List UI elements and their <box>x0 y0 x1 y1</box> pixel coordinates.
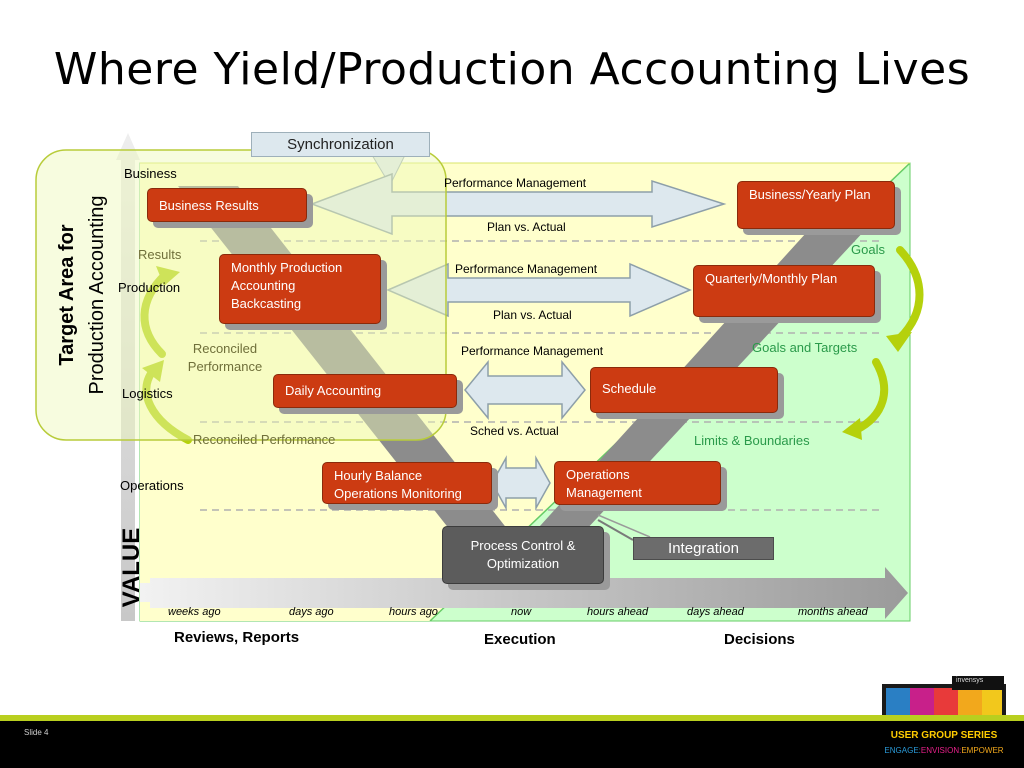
integration-label: Integration <box>633 537 774 560</box>
timeline-hours-ago: hours ago <box>389 606 438 618</box>
slide-number: Slide 4 <box>24 728 49 737</box>
performance-management-label-3: Performance Management <box>461 344 604 358</box>
target-area-label: Target Area for Production Accounting <box>56 165 116 425</box>
sched-vs-actual-label: Sched vs. Actual <box>470 424 559 438</box>
time-axis-arrow <box>140 567 908 619</box>
logo-title: USER GROUP SERIES <box>890 730 998 741</box>
daily-accounting-box: Daily Accounting <box>273 374 457 408</box>
lime-arrow-left-upper <box>140 270 170 358</box>
plan-vs-actual-label-2: Plan vs. Actual <box>493 308 572 322</box>
operations-arrow <box>491 455 551 511</box>
goals-label: Goals <box>851 242 885 257</box>
monthly-accounting-box: Monthly Production Accounting Backcastin… <box>219 254 381 324</box>
decisions-label: Decisions <box>724 631 795 648</box>
reviews-reports-label: Reviews, Reports <box>174 629 300 646</box>
category-operations: Operations <box>120 478 184 493</box>
timeline-weeks-ago: weeks ago <box>168 606 221 618</box>
lime-arrow-left-lower <box>142 368 192 444</box>
reconciled-performance-label: Reconciled Performance <box>187 341 263 374</box>
process-control-box: Process Control & Optimization <box>442 526 604 584</box>
footer-accent-line <box>0 715 1024 721</box>
category-business: Business <box>124 166 177 181</box>
timeline-days-ahead: days ahead <box>687 606 744 618</box>
target-area-subtitle: Production Accounting <box>86 195 108 395</box>
page-title: Where Yield/Production Accounting Lives <box>53 44 971 95</box>
operations-management-box: Operations Management <box>554 461 721 505</box>
hourly-balance-box: Hourly Balance Operations Monitoring <box>322 462 492 504</box>
synchronization-label: Synchronization <box>251 132 430 157</box>
timeline-now: now <box>511 606 532 618</box>
category-production: Production <box>118 280 181 295</box>
lime-arrow-right-lower <box>852 358 889 434</box>
timeline-months-ahead: months ahead <box>798 606 868 618</box>
logo-subtitle: ENGAGE:ENVISION:EMPOWER <box>884 746 1004 755</box>
goals-and-targets-label: Goals and Targets <box>752 340 858 355</box>
category-logistics: Logistics <box>122 386 173 401</box>
execution-label: Execution <box>484 631 556 648</box>
yearly-plan-box: Business/Yearly Plan <box>737 181 895 229</box>
performance-arrow-3 <box>464 359 586 421</box>
timeline-days-ago: days ago <box>289 606 334 618</box>
lime-arrow-right-upper <box>896 246 924 342</box>
schedule-box: Schedule <box>590 367 778 413</box>
plan-vs-actual-label-1: Plan vs. Actual <box>487 220 566 234</box>
results-label: Results <box>138 247 182 262</box>
integration-connector <box>597 519 634 541</box>
value-axis-label: VALUE <box>118 527 145 608</box>
quarterly-plan-box: Quarterly/Monthly Plan <box>693 265 875 317</box>
performance-management-label-1: Performance Management <box>444 176 587 190</box>
logo-brand: invensys <box>956 677 984 684</box>
reconciled-performance-label-2: Reconciled Performance <box>193 432 336 447</box>
value-axis-arrow <box>116 133 140 621</box>
performance-management-label-2: Performance Management <box>455 262 598 276</box>
performance-arrow-2 <box>386 262 692 318</box>
timeline-hours-ahead: hours ahead <box>587 606 649 618</box>
footer-bar <box>0 721 1024 768</box>
business-results-box: Business Results <box>147 188 307 222</box>
target-area-title: Target Area for <box>56 224 78 366</box>
performance-arrow-1 <box>309 172 727 236</box>
limits-boundaries-label: Limits & Boundaries <box>694 433 810 448</box>
